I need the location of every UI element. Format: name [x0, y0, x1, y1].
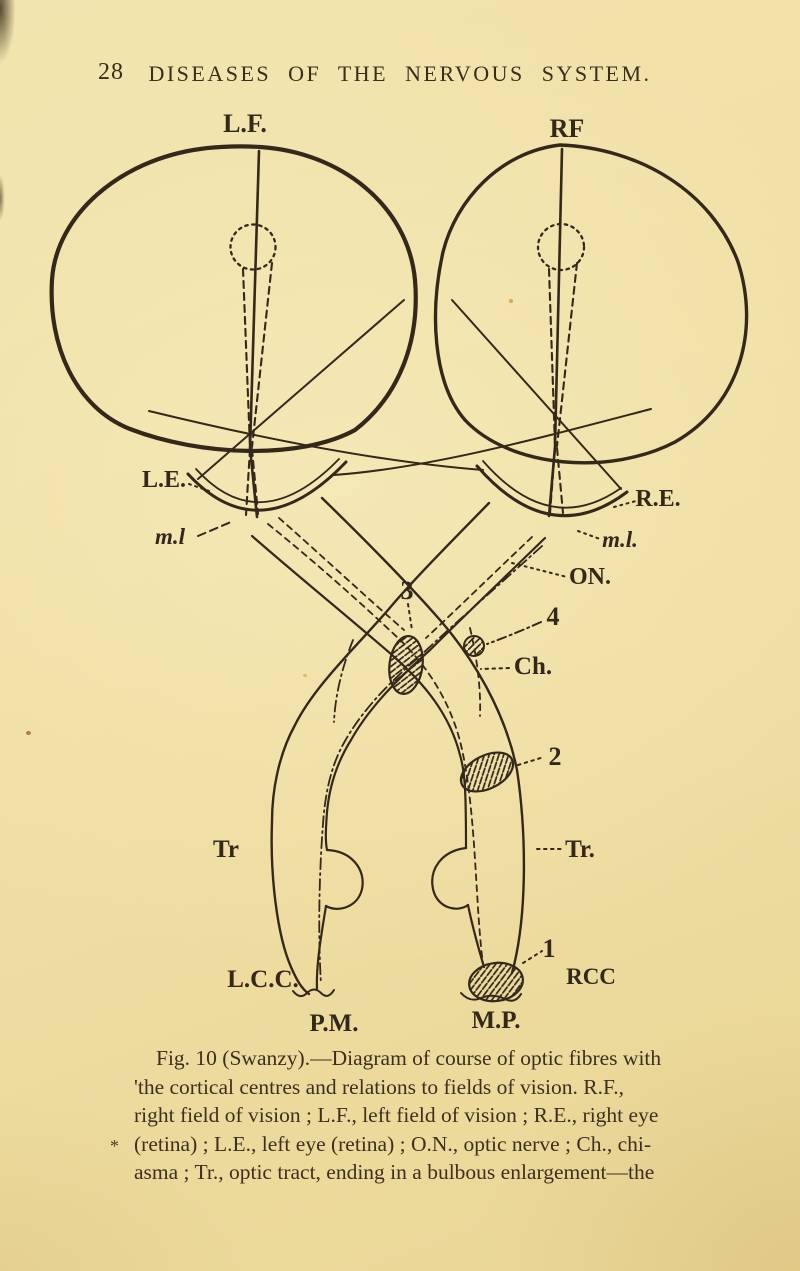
label-tract-left: Tr — [213, 836, 239, 863]
label-chiasma: Ch. — [514, 653, 552, 680]
label-left-eye: L.E. — [142, 467, 186, 493]
left-field-projection-cone — [241, 261, 274, 517]
ray-rightfield-to-righteye — [451, 299, 622, 490]
margin-asterisk: * — [110, 1136, 119, 1156]
lesion-4-nerve — [463, 635, 485, 657]
lesion-1-cortical — [468, 961, 524, 1003]
caption-line: Fig. 10 (Swanzy).—Diagram of course of o… — [156, 1046, 662, 1070]
caption-line: (retina) ; L.E., left eye (retina) ; O.N… — [134, 1131, 651, 1156]
label-right-eye: R.E. — [635, 486, 680, 512]
right-retina-inner — [482, 460, 622, 509]
label-right-pulvinar: M.P. — [471, 1007, 520, 1034]
label-left-pulvinar: P.M. — [309, 1010, 358, 1037]
ray-leftfield-to-lefteye — [197, 299, 405, 480]
optic-fibres-diagram: L.F. RF L.E. R.E. m.l m.l. ON. 3 4 Ch. 2… — [49, 109, 749, 1037]
left-tract-inner-lower — [315, 904, 328, 991]
right-field-oval — [433, 143, 749, 465]
label-right-cortical-centre: RCC — [566, 964, 616, 989]
label-num4: 4 — [547, 602, 560, 631]
fibre-left-second — [278, 517, 405, 631]
left-field-oval — [49, 144, 418, 453]
right-field-projection-cone — [547, 261, 579, 515]
wall-rightnerve-to-lefttract-inner — [324, 536, 547, 852]
ray-leftfield-to-righteye — [148, 410, 484, 471]
fibre-right-macular-crossed — [318, 545, 543, 985]
label-tract-right: Tr. — [565, 836, 595, 863]
fibre-right-uncrossed — [469, 627, 482, 717]
label-num2: 2 — [549, 742, 562, 771]
left-cortical-centre-end — [292, 988, 335, 997]
leader-right-eye — [613, 500, 637, 508]
label-num3: 3 — [401, 576, 414, 605]
caption-line: 'the cortical centres and relations to f… — [134, 1074, 624, 1099]
leader-macular-left — [197, 521, 232, 537]
label-macular-left: m.l — [155, 524, 186, 549]
caption-line: right field of vision ; L.F., left field… — [134, 1103, 659, 1128]
right-tract-geniculate-bulge — [431, 846, 470, 910]
running-header: DISEASES OF THE NERVOUS SYSTEM. — [148, 61, 652, 86]
paper-speck — [509, 299, 513, 303]
right-retina-outer — [475, 464, 629, 518]
page-corner-shadow — [0, 0, 26, 90]
label-left-cortical-centre: L.C.C. — [227, 966, 299, 993]
lesion-3-chiasma — [388, 635, 424, 695]
left-field-axis-line — [248, 149, 261, 519]
leader-macular-right — [577, 530, 601, 540]
page-number: 28 — [98, 59, 124, 85]
label-right-field: RF — [550, 114, 585, 143]
label-macular-right: m.l. — [602, 527, 638, 552]
left-retina-inner — [195, 458, 340, 503]
wall-leftnerve-to-righttract-outer — [320, 496, 526, 975]
fibre-left-macular-crossed — [267, 523, 484, 965]
left-field-macula-circle — [229, 223, 277, 271]
fibre-left-uncrossed — [333, 639, 354, 723]
leader-num4 — [486, 621, 542, 645]
leader-optic-nerve — [511, 562, 568, 578]
leader-num1 — [522, 950, 543, 964]
leader-chiasma — [480, 667, 510, 670]
paper-speck — [303, 674, 307, 677]
left-tract-geniculate-bulge — [324, 848, 364, 910]
leader-num3 — [407, 603, 413, 631]
label-optic-nerve: ON. — [569, 564, 611, 590]
figure-caption: Fig. 10 (Swanzy).—Diagram of course of o… — [134, 1044, 686, 1187]
ray-rightfield-to-lefteye — [333, 408, 652, 476]
wall-leftnerve-to-righttract-inner — [250, 534, 468, 850]
page-edge-mark — [0, 176, 7, 220]
caption-line: asma ; Tr., optic tract, ending in a bul… — [134, 1160, 655, 1185]
left-retina-outer — [186, 460, 348, 512]
label-num1: 1 — [543, 934, 556, 963]
paper-speck — [26, 731, 31, 735]
fibre-right-second — [425, 536, 533, 639]
right-field-macula-circle — [536, 222, 586, 272]
lesion-2-tract — [459, 751, 515, 793]
leader-num2 — [517, 756, 545, 766]
wall-rightnerve-to-lefttract-outer — [270, 501, 491, 996]
label-left-field: L.F. — [223, 109, 267, 138]
